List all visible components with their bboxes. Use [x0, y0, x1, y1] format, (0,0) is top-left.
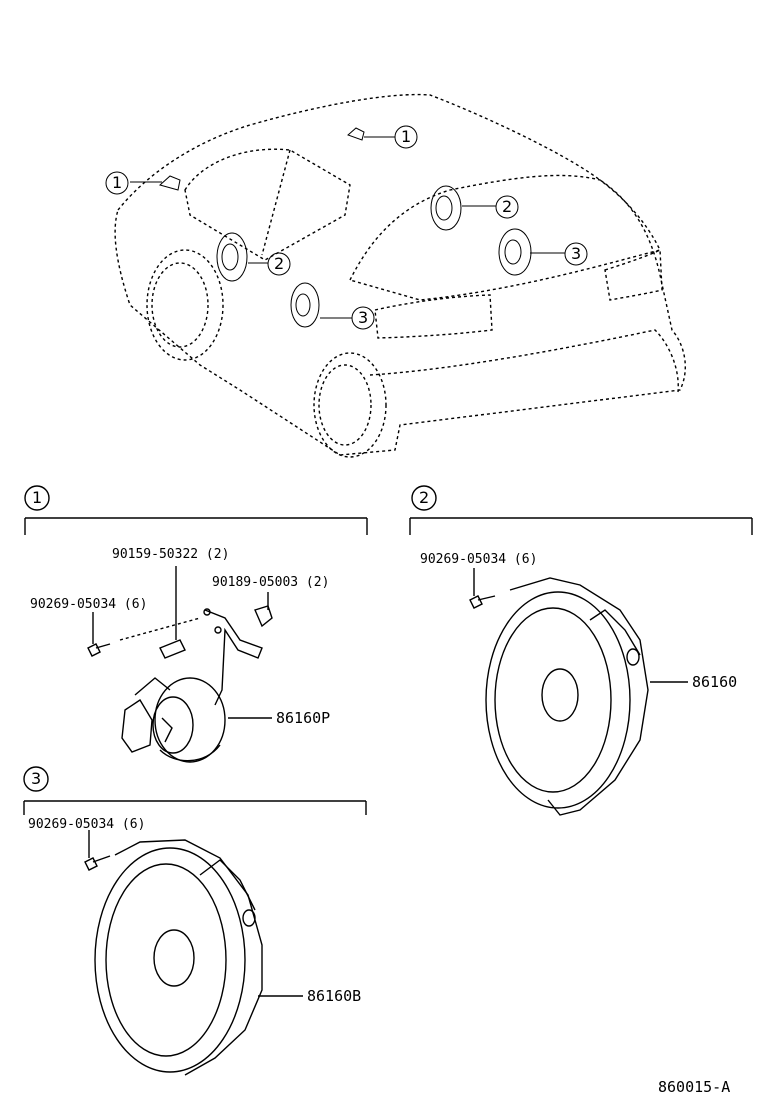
callout-2-right: 2 — [502, 197, 513, 216]
car-speaker-door — [216, 185, 462, 282]
car-speaker-rear — [290, 228, 532, 328]
part-86160P: 86160P — [276, 709, 331, 727]
callout-1-roof: 1 — [401, 127, 412, 146]
section3-index: 3 — [31, 769, 42, 788]
section3-frame — [23, 766, 367, 815]
speaker-86160 — [469, 568, 688, 816]
figure-code: 860015-A — [658, 1078, 731, 1096]
speaker-86160B — [84, 830, 303, 1076]
car-callouts — [105, 125, 588, 330]
section2-frame — [409, 485, 753, 535]
section1-frame — [24, 485, 368, 535]
part-86160: 86160 — [692, 673, 738, 691]
part-90269-05034-s3: 90269-05034 (6) — [28, 817, 146, 832]
car-outline — [114, 93, 686, 458]
callout-3-left: 3 — [358, 308, 369, 327]
callout-1-left: 1 — [112, 173, 123, 192]
part-90159-50322: 90159-50322 (2) — [112, 547, 230, 562]
section1-index: 1 — [32, 488, 43, 507]
part-90189-05003: 90189-05003 (2) — [212, 575, 330, 590]
part-86160B: 86160B — [307, 987, 362, 1005]
callout-3-right: 3 — [571, 244, 582, 263]
tweeter-assembly — [87, 566, 273, 763]
car-tweeter-front — [158, 127, 365, 191]
callout-2-left: 2 — [274, 254, 285, 273]
part-90269-05034-s1: 90269-05034 (6) — [30, 597, 148, 612]
section2-index: 2 — [419, 488, 430, 507]
part-90269-05034-s2: 90269-05034 (6) — [420, 552, 538, 567]
